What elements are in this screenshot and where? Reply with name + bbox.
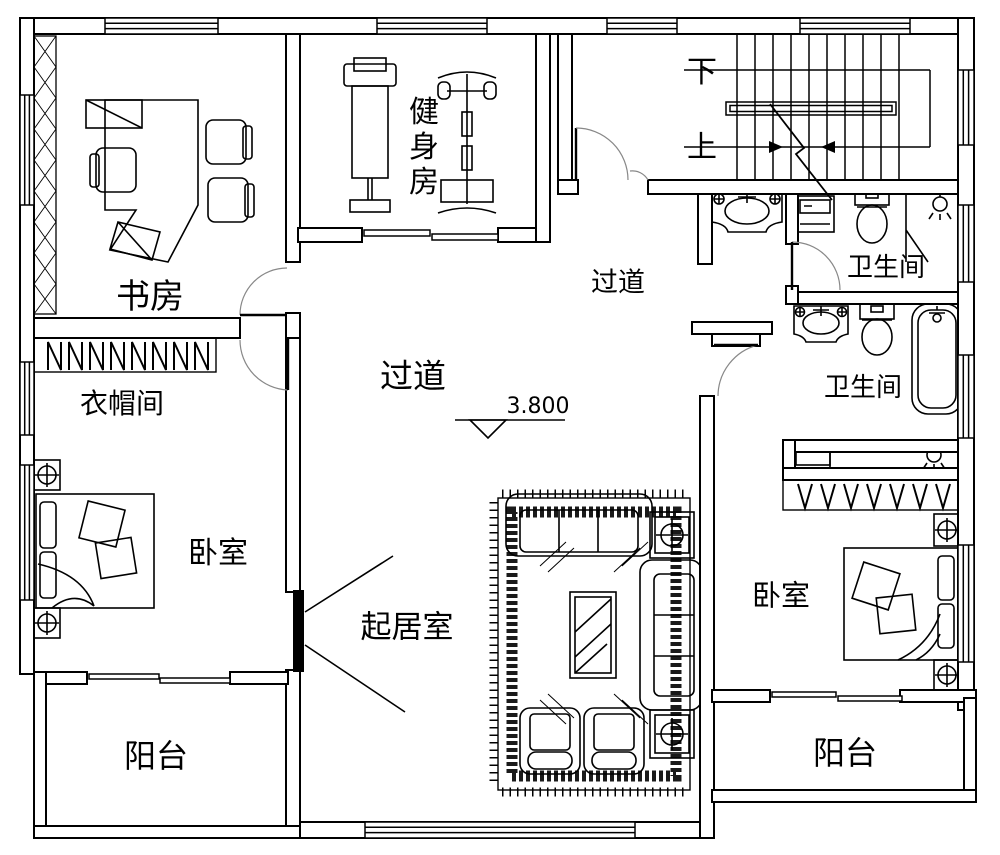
window-top-study — [104, 17, 219, 35]
gym-cable-machine — [437, 71, 497, 214]
stair-arrow-right — [769, 141, 783, 153]
room-label-gym: 健身房 — [404, 95, 437, 201]
windows — [19, 17, 975, 839]
bed-right — [843, 513, 961, 691]
room-label-corridor-main: 过道 — [380, 357, 446, 395]
sliding-door-balcony-right — [771, 691, 903, 702]
window-right-bath-upper — [957, 204, 975, 283]
sliding-door-balcony-left — [88, 673, 231, 684]
window-right-bedroom — [957, 544, 975, 663]
room-label-corridor-upper: 过道 — [591, 267, 645, 298]
study-bookshelf — [33, 35, 57, 315]
stair-break-line — [769, 103, 833, 201]
opening-marker-bar — [293, 590, 304, 672]
room-label-bathroom-lower: 卫生间 — [823, 372, 903, 402]
bathroom-lower-door-arc — [717, 344, 759, 397]
armchair — [519, 707, 645, 775]
cabinet-upper — [795, 195, 835, 233]
room-label-bedroom-right: 卧室 — [751, 580, 811, 613]
coffee-table — [569, 591, 617, 679]
study-desk — [85, 99, 199, 263]
bathroom-upper-door-arc — [791, 241, 841, 291]
living-room-rug — [489, 489, 691, 797]
window-left-bedroom — [19, 464, 35, 601]
window-left-cloakroom — [19, 361, 35, 436]
window-right-bath-lower — [957, 354, 975, 439]
elevation-marker — [455, 419, 565, 440]
sliding-door-gym — [363, 229, 499, 241]
stair-label-up: 上 — [687, 131, 717, 164]
side-table-lamp-top — [649, 511, 695, 559]
gym-bench-machine — [343, 57, 397, 213]
sink-upper — [711, 191, 783, 233]
swing-doors — [239, 127, 841, 397]
room-label-living-room: 起居室 — [360, 609, 454, 645]
toilet-upper — [854, 189, 890, 244]
window-left-study — [19, 94, 35, 206]
sliding-doors — [88, 229, 903, 702]
window-right-stair — [957, 69, 975, 146]
window-top-stair-left — [606, 17, 678, 35]
window-top-stair-right — [799, 17, 911, 35]
staircase — [684, 34, 931, 201]
room-label-study: 书房 — [116, 278, 184, 316]
stair-arrow-left — [821, 141, 835, 153]
sofa-three-seat — [505, 493, 653, 557]
opening-leader-lines — [304, 555, 406, 713]
study-chair — [89, 119, 255, 223]
bed-left — [33, 459, 155, 639]
furniture-layer — [33, 35, 963, 797]
room-label-bedroom-left: 卧室 — [188, 537, 248, 570]
sink-lower — [793, 305, 849, 343]
cloakroom-door-arc — [239, 339, 289, 391]
room-label-bathroom-upper: 卫生间 — [846, 252, 926, 282]
stair-label-down: 下 — [687, 56, 717, 89]
room-label-balcony-left: 阳台 — [123, 738, 189, 774]
toilet-lower — [859, 303, 895, 356]
side-table-lamp-bottom — [649, 709, 695, 759]
window-bottom-living — [364, 821, 636, 839]
cloakroom-wardrobe — [33, 337, 217, 373]
room-label-balcony-right: 阳台 — [812, 735, 878, 771]
window-top-gym — [376, 17, 488, 35]
room-label-cloakroom: 衣帽间 — [79, 388, 165, 419]
elevation-value: 3.800 — [506, 394, 570, 419]
study-door-arc — [239, 267, 288, 316]
bathtub — [911, 303, 963, 415]
